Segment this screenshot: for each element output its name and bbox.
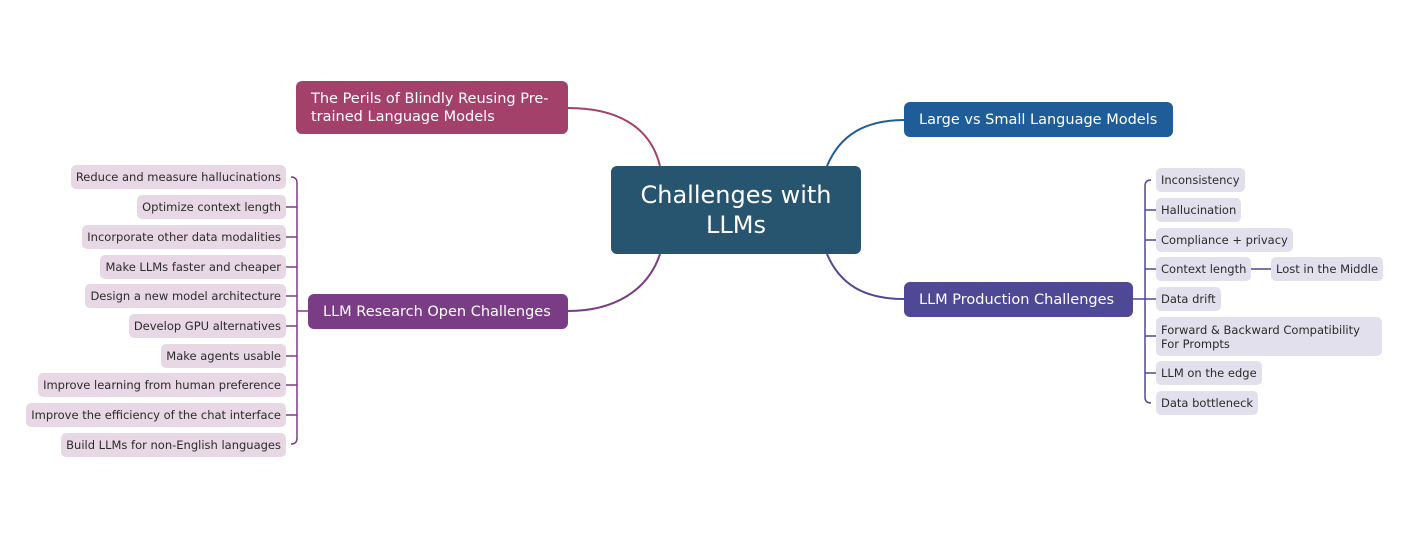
subtopic-optimize-context-length[interactable]: Optimize context length <box>137 195 286 219</box>
subtopic-reduce-hallucinations[interactable]: Reduce and measure hallucinations <box>70 165 286 189</box>
subtopic-label: Data bottleneck <box>1161 396 1254 410</box>
subtopic-label: Optimize context length <box>142 200 281 214</box>
subtopic-new-architecture[interactable]: Design a new model architecture <box>85 284 286 308</box>
branch-perils-label: The Perils of Blindly Reusing Pre-traine… <box>311 90 549 125</box>
connector-large <box>826 119 905 167</box>
branch-perils[interactable]: The Perils of Blindly Reusing Pre-traine… <box>296 81 568 134</box>
branch-research[interactable]: LLM Research Open Challenges <box>308 294 568 329</box>
central-topic[interactable]: Challenges with LLMs <box>611 166 861 254</box>
subtopic-label: LLM on the edge <box>1161 366 1257 380</box>
subtopic-llm-on-the-edge[interactable]: LLM on the edge <box>1156 361 1262 385</box>
connector-production <box>826 253 905 300</box>
connector-perils <box>567 107 661 167</box>
subtopic-label: Hallucination <box>1161 203 1237 217</box>
subtopic-lost-in-the-middle[interactable]: Lost in the Middle <box>1271 257 1384 281</box>
subtopic-label: Make agents usable <box>166 349 281 363</box>
branch-large-vs-small-label: Large vs Small Language Models <box>919 111 1158 128</box>
branch-research-label: LLM Research Open Challenges <box>323 303 551 320</box>
subtopic-label: Lost in the Middle <box>1276 262 1379 276</box>
subtopic-compliance-privacy[interactable]: Compliance + privacy <box>1156 228 1293 252</box>
subtopic-label: Improve learning from human preference <box>43 378 281 392</box>
branch-production-label: LLM Production Challenges <box>919 291 1115 308</box>
subtopic-compatibility-prompts[interactable]: Forward & Backward Compatibility For Pro… <box>1156 317 1382 356</box>
subtopic-label: Build LLMs for non-English languages <box>66 438 281 452</box>
subtopic-data-drift[interactable]: Data drift <box>1156 287 1221 311</box>
subtopic-gpu-alternatives[interactable]: Develop GPU alternatives <box>128 314 286 338</box>
subtopic-chat-interface[interactable]: Improve the efficiency of the chat inter… <box>26 403 286 427</box>
subtopic-label: Design a new model architecture <box>90 289 281 303</box>
subtopic-faster-cheaper[interactable]: Make LLMs faster and cheaper <box>100 255 286 279</box>
subtopic-label: Make LLMs faster and cheaper <box>105 260 281 274</box>
subtopic-human-preference[interactable]: Improve learning from human preference <box>38 373 286 397</box>
subtopic-label: Compliance + privacy <box>1161 233 1288 247</box>
subtopic-inconsistency[interactable]: Inconsistency <box>1156 168 1245 192</box>
connector-research <box>567 253 661 312</box>
subtopic-other-modalities[interactable]: Incorporate other data modalities <box>82 225 286 249</box>
research-bracket <box>286 176 308 445</box>
subtopic-label: Data drift <box>1161 292 1216 306</box>
subtopic-label: Develop GPU alternatives <box>133 319 281 333</box>
subtopic-label: Reduce and measure hallucinations <box>75 170 281 184</box>
subtopic-non-english[interactable]: Build LLMs for non-English languages <box>61 433 286 457</box>
branch-large-vs-small[interactable]: Large vs Small Language Models <box>904 102 1173 137</box>
subtopic-agents-usable[interactable]: Make agents usable <box>161 344 286 368</box>
subtopic-data-bottleneck[interactable]: Data bottleneck <box>1156 391 1259 415</box>
subtopic-label: Inconsistency <box>1161 173 1240 187</box>
subtopic-label: Improve the efficiency of the chat inter… <box>31 408 281 422</box>
branch-production[interactable]: LLM Production Challenges <box>904 282 1133 317</box>
subtopic-label: Incorporate other data modalities <box>87 230 281 244</box>
subtopic-hallucination[interactable]: Hallucination <box>1156 198 1242 222</box>
subtopic-context-length[interactable]: Context length <box>1156 257 1252 281</box>
central-topic-label: Challenges with LLMs <box>640 181 832 239</box>
subtopic-label: Context length <box>1161 262 1247 276</box>
production-bracket <box>1133 179 1271 404</box>
subtopic-label: Forward & Backward Compatibility For Pro… <box>1161 322 1360 351</box>
